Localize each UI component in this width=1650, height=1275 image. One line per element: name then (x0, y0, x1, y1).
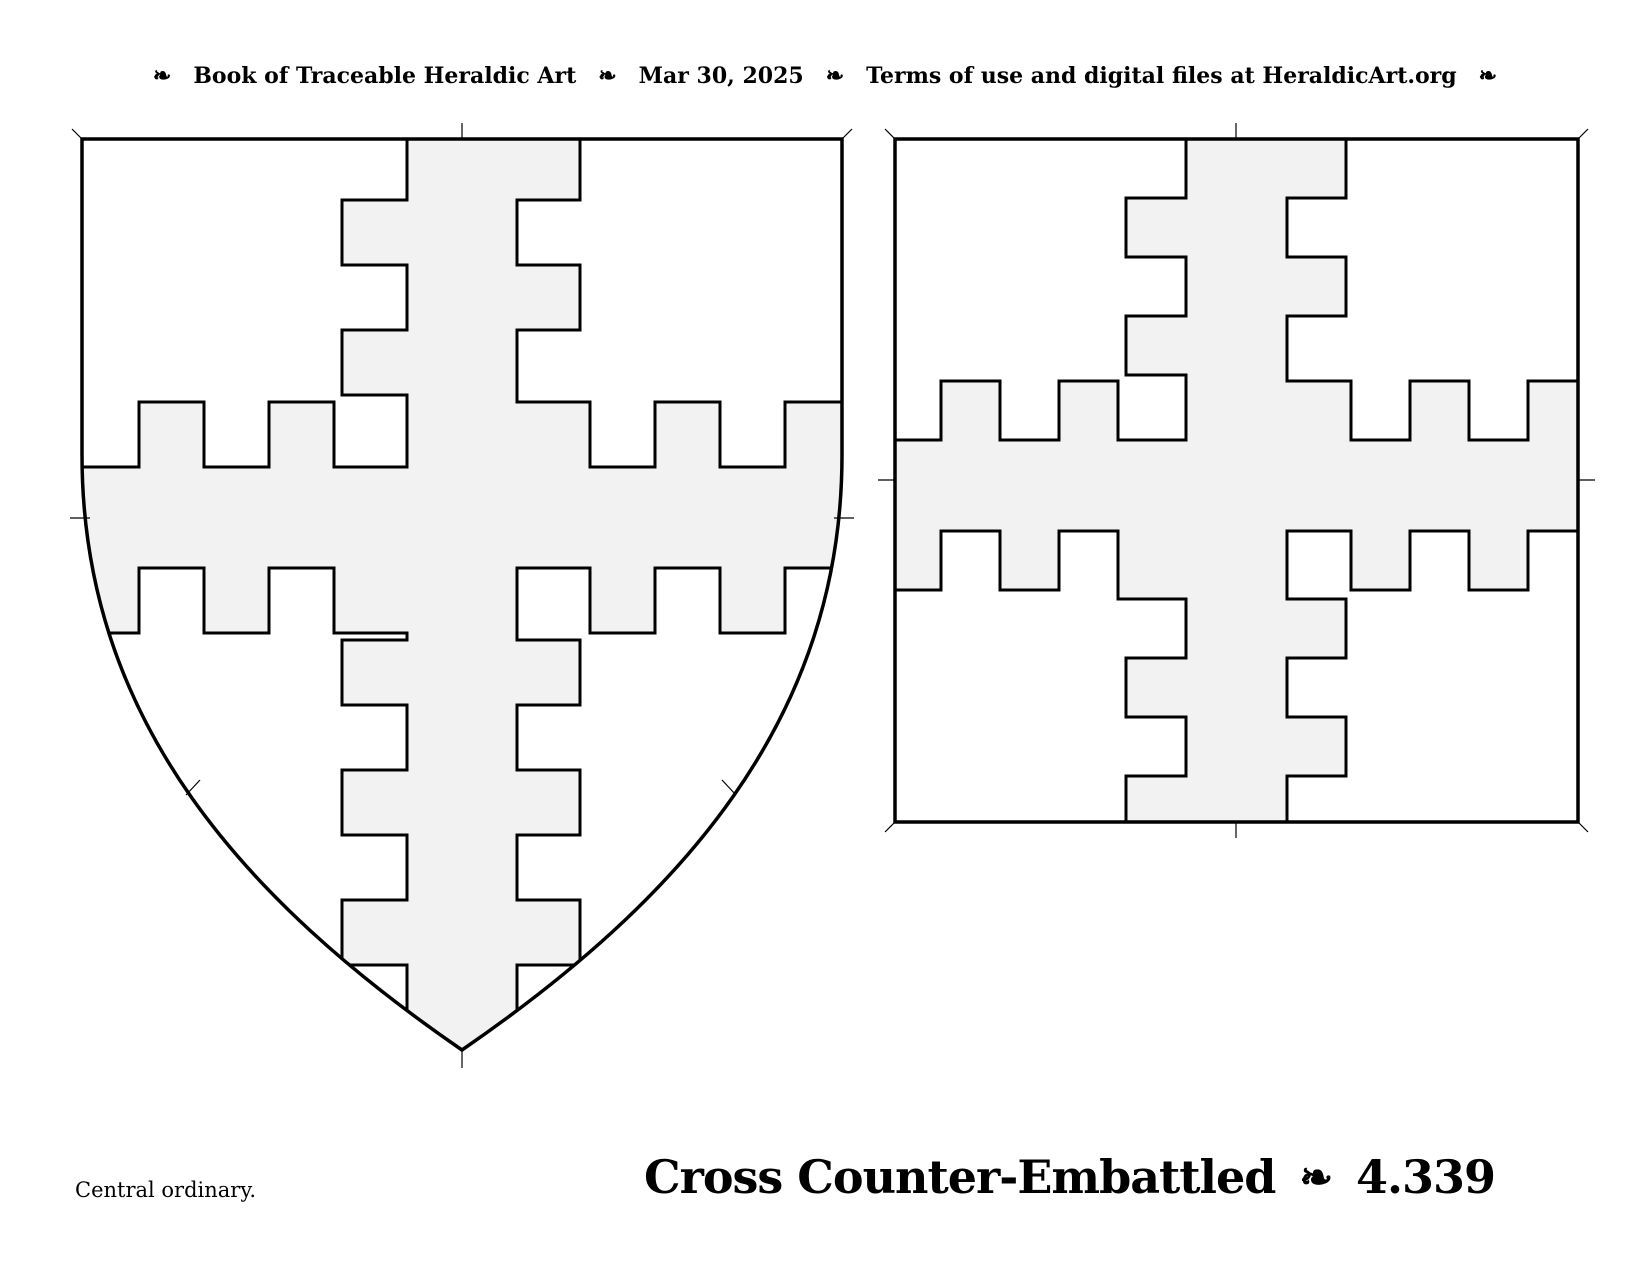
fleuron-ornament-icon: ❧ (1299, 1153, 1333, 1201)
book-title: Book of Traceable Heraldic Art (193, 63, 577, 89)
heater-shield (70, 123, 854, 1068)
plate-number: 4.339 (1355, 1150, 1496, 1204)
page-header: ❧ Book of Traceable Heraldic Art ❧ Mar 3… (0, 56, 1650, 96)
alignment-ticks (878, 123, 1595, 838)
alignment-ticks (70, 123, 854, 1068)
plate-title-block: Cross Counter-Embattled ❧ 4.339 (643, 1150, 1496, 1204)
square-banner (878, 123, 1595, 838)
fleuron-ornament-icon: ❧ (825, 63, 845, 89)
terms-of-use: Terms of use and digital files at Herald… (866, 63, 1457, 89)
cross-counter-embattled-shield (82, 139, 842, 1050)
cross-counter-embattled-banner (895, 139, 1578, 822)
fleuron-ornament-icon: ❧ (1478, 63, 1498, 89)
fleuron-ornament-icon: ❧ (598, 63, 617, 89)
publication-date: Mar 30, 2025 (638, 63, 804, 89)
fleuron-ornament-icon: ❧ (152, 63, 172, 89)
category-note: Central ordinary. (75, 1178, 257, 1202)
plate-title: Cross Counter-Embattled (643, 1150, 1276, 1204)
